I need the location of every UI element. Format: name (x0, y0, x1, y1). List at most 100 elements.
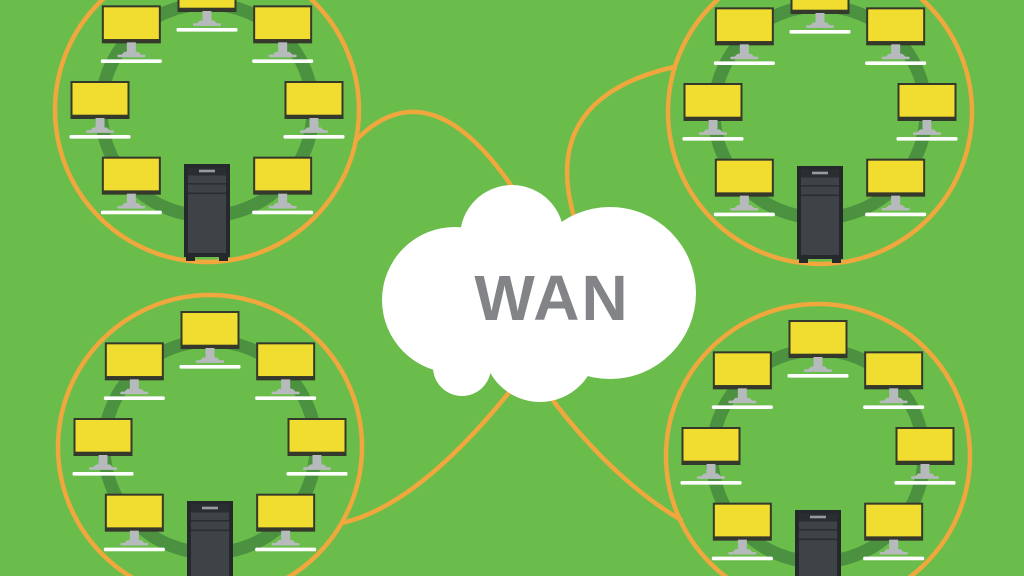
server-icon (795, 510, 841, 576)
desk-line (252, 59, 314, 63)
lan-top-right (665, 0, 975, 267)
server-drive-slot (199, 169, 215, 173)
computer-bezel (257, 527, 315, 531)
computer-stand-foot (89, 467, 117, 470)
computer-stand-neck (739, 195, 749, 207)
computer-screen (70, 81, 130, 119)
computer-stand-neck (309, 118, 319, 129)
computer-bezel (71, 114, 129, 118)
wan-label: WAN (474, 262, 629, 334)
wan-link-top-left (353, 109, 533, 218)
lan-boundary-circle (665, 0, 975, 267)
cloud-shape (483, 288, 597, 402)
server-panel-line (191, 529, 229, 532)
computer-stand-neck (98, 455, 108, 466)
computer-icon (69, 81, 131, 139)
desk-line (72, 472, 134, 476)
computer-icon (789, 0, 851, 34)
server-drive-slot (812, 171, 828, 175)
computer-icon (680, 427, 742, 485)
computer-icon (100, 5, 162, 63)
computer-bezel (865, 385, 923, 389)
computer-bezel (867, 192, 925, 196)
server-drive-slot (202, 506, 218, 510)
computer-stand-neck (281, 379, 291, 390)
computer-stand-neck (129, 530, 139, 542)
server-icon (797, 166, 843, 263)
server-panel-line (188, 183, 226, 185)
computer-stand-foot (120, 391, 149, 395)
desk-line (103, 396, 165, 400)
computer-stand-foot (300, 130, 328, 133)
computer-stand-foot (271, 391, 300, 395)
computer-bezel (102, 39, 160, 43)
server-icon (184, 164, 230, 261)
desk-line (896, 137, 958, 141)
computer-stand-neck (889, 388, 899, 399)
computer-bezel (181, 344, 239, 348)
computer-icon (787, 320, 849, 378)
computer-icon (252, 156, 314, 215)
computer-stand-foot (120, 542, 149, 546)
computer-icon (863, 502, 925, 561)
server-panel-line (799, 529, 837, 531)
computer-bezel (791, 9, 849, 13)
computer-screen (866, 7, 926, 46)
computer-icon (103, 342, 165, 400)
desk-line (252, 210, 314, 215)
computer-icon (713, 158, 775, 217)
computer-icon (713, 7, 775, 65)
computer-stand-neck (281, 530, 291, 542)
computer-icon (865, 158, 927, 217)
lan-top-left (52, 0, 362, 265)
computer-bezel (713, 536, 771, 540)
computer-screen (714, 158, 774, 197)
desk-line (283, 135, 345, 139)
lan-networks-layer (52, 0, 975, 576)
desk-line (255, 396, 317, 400)
computer-bezel (105, 376, 163, 380)
computer-stand-foot (913, 132, 941, 135)
computer-stand-foot (804, 369, 832, 372)
computer-stand-neck (202, 11, 212, 22)
lan-boundary-circle (52, 0, 362, 265)
computer-bezel (898, 116, 956, 120)
desk-line (711, 405, 773, 409)
computer-screen (287, 418, 347, 456)
computer-screen (101, 156, 161, 195)
computer-stand-foot (117, 205, 146, 209)
server-panel-line (801, 185, 839, 187)
computer-stand-foot (806, 25, 834, 28)
desk-line (787, 374, 849, 378)
computer-bezel (285, 114, 343, 118)
server-panel-line (799, 538, 837, 541)
computer-stand-foot (271, 542, 300, 546)
desk-line (255, 547, 317, 552)
computer-stand-neck (920, 464, 930, 475)
desk-line (863, 405, 925, 409)
server-front-panel (799, 513, 837, 576)
computer-bezel (682, 460, 740, 464)
computer-stand-foot (268, 205, 297, 209)
server-panel-line (191, 520, 229, 522)
computer-stand-foot (697, 476, 725, 479)
computer-screen (256, 342, 316, 381)
desk-line (894, 481, 956, 485)
desk-line (179, 365, 241, 369)
computer-stand-neck (891, 195, 901, 207)
computer-stand-foot (879, 551, 908, 555)
computer-stand-foot (268, 54, 297, 58)
computer-stand-neck (815, 13, 825, 24)
computer-stand-foot (303, 467, 331, 470)
computer-stand-neck (205, 348, 215, 359)
computer-bezel (178, 7, 236, 11)
desk-line (865, 212, 927, 217)
computer-icon (286, 418, 348, 476)
desk-line (69, 135, 131, 139)
computer-icon (176, 0, 238, 32)
wan-link-bottom-right (542, 387, 684, 523)
computer-screen (681, 427, 741, 465)
server-front-panel (188, 167, 226, 253)
computer-stand-foot (879, 400, 908, 404)
computer-stand-foot (86, 130, 114, 133)
